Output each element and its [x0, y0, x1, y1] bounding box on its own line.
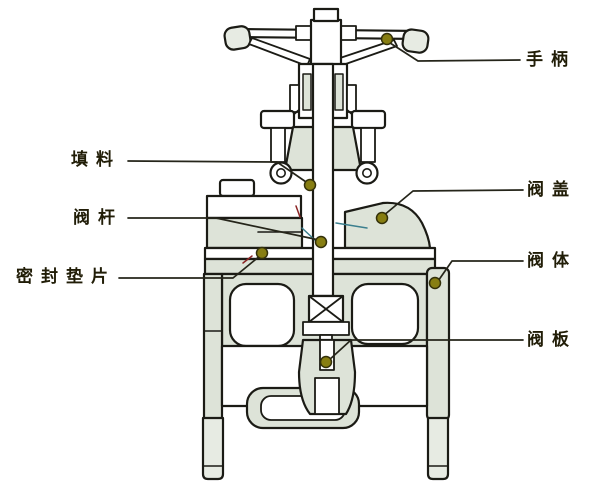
marker-stem-dot [314, 235, 328, 249]
label-body: 阀体 [527, 251, 577, 271]
marker-disc-dot [319, 355, 333, 369]
label-disc: 阀板 [527, 330, 577, 350]
bonnet-shape [205, 178, 432, 250]
gate-disc-shape [297, 294, 357, 416]
label-stem: 阀杆 [73, 208, 123, 228]
label-bonnet: 阀盖 [527, 180, 577, 200]
label-packing: 填料 [71, 150, 121, 170]
leader-packing [127, 160, 310, 185]
stem-shape [311, 62, 335, 298]
leader-bonnet [382, 189, 524, 217]
leader-stem [127, 217, 320, 241]
marker-packing-dot [303, 178, 317, 192]
leader-disc [327, 339, 524, 362]
leader-gasket [118, 254, 262, 279]
marker-body-dot [428, 276, 442, 290]
packing-gland-shape [259, 109, 387, 185]
leader-body [435, 260, 524, 285]
label-gasket: 密封垫片 [16, 267, 116, 287]
leader-handle [386, 40, 521, 62]
label-handle: 手柄 [526, 50, 576, 70]
marker-bonnet-dot [375, 211, 389, 225]
marker-gasket-dot [255, 246, 269, 260]
marker-handle-dot [380, 32, 394, 46]
handle-shape [223, 7, 430, 68]
